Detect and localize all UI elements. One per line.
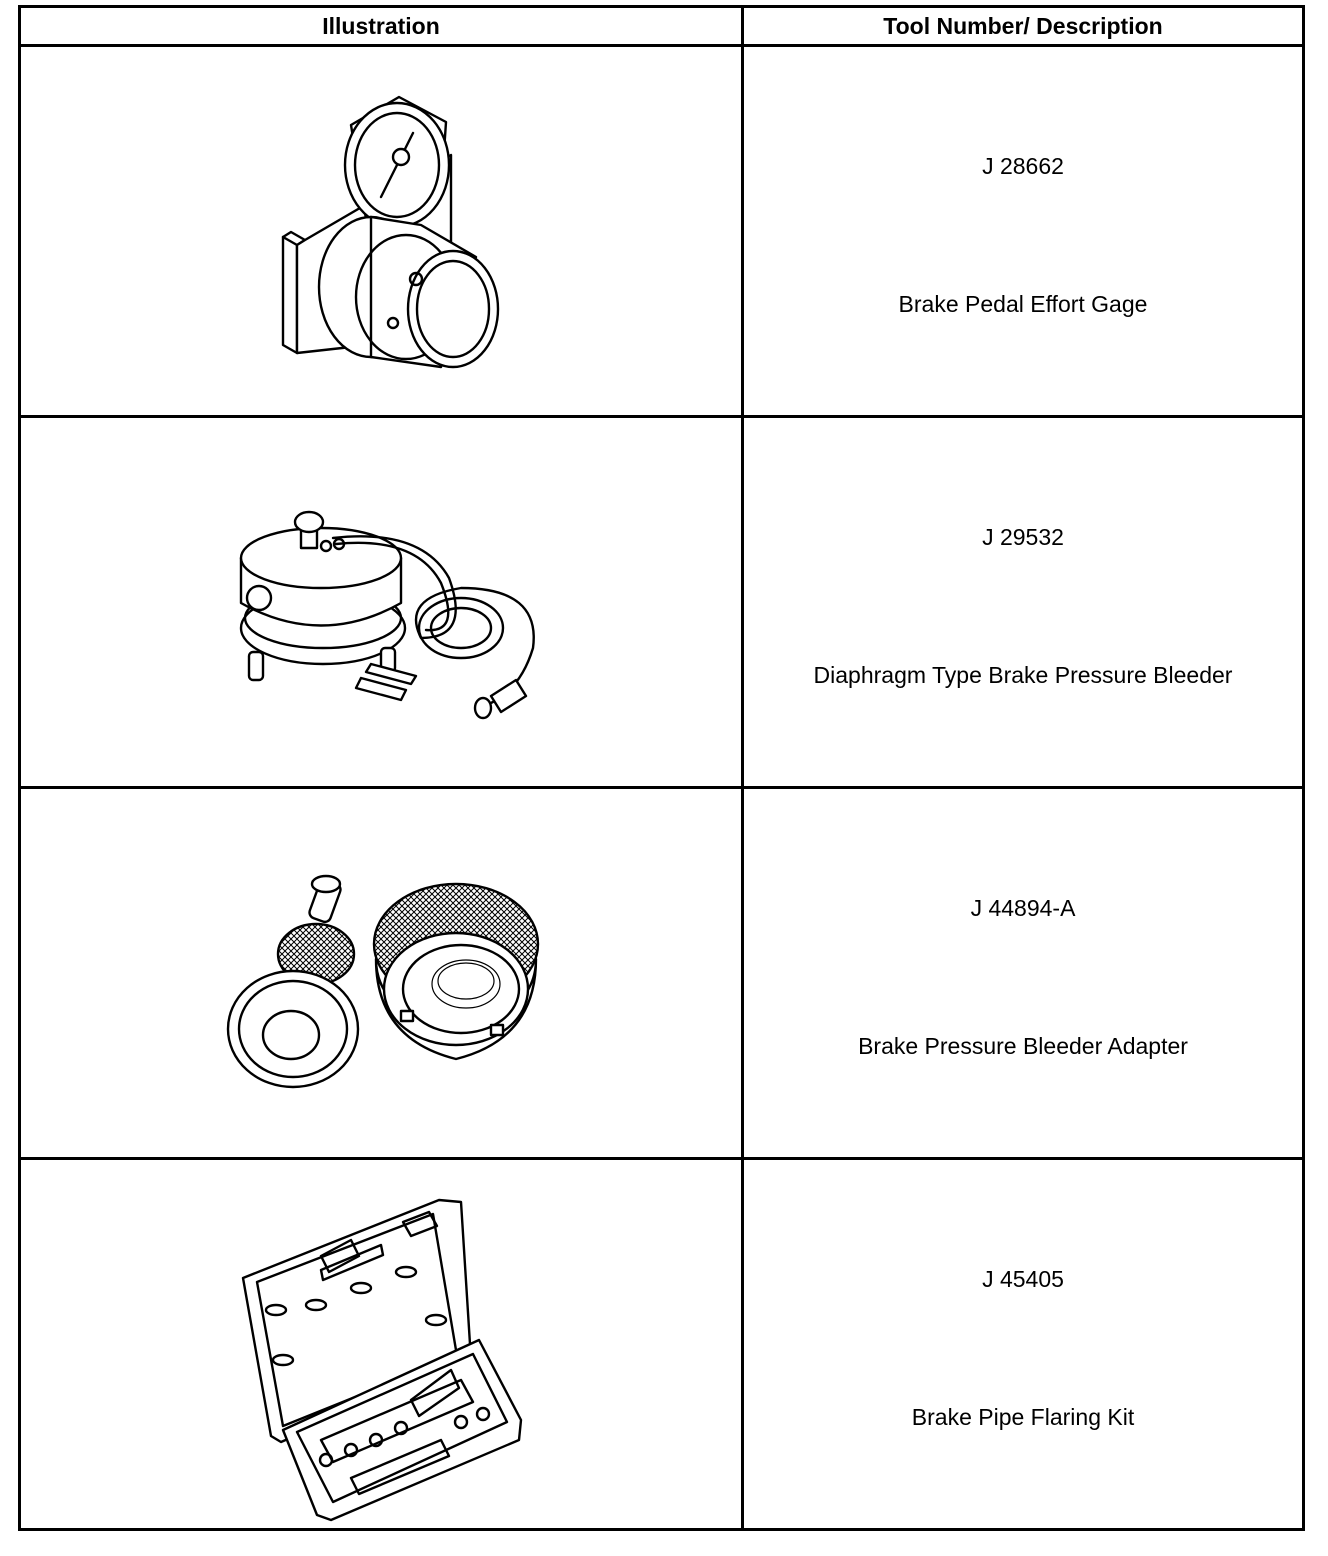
brake-pedal-effort-gage-icon <box>281 95 500 369</box>
bleeder-adapter-icon <box>226 874 540 1089</box>
table-row: J 44894-A Brake Pressure Bleeder Adapter <box>18 786 1305 1160</box>
tool-description-cell: J 28662 Brake Pedal Effort Gage <box>741 44 1305 418</box>
header-illustration: Illustration <box>18 5 744 47</box>
tool-description: Brake Pipe Flaring Kit <box>911 1404 1135 1430</box>
illustration-cell <box>18 415 744 789</box>
tool-description: Brake Pressure Bleeder Adapter <box>858 1033 1188 1059</box>
flaring-kit-case-icon <box>241 1198 523 1522</box>
table-row: J 29532 Diaphragm Type Brake Pressure Bl… <box>18 415 1305 789</box>
tool-number: J 29532 <box>982 524 1064 550</box>
tool-description: Diaphragm Type Brake Pressure Bleeder <box>813 662 1233 688</box>
special-tools-table: Illustration Tool Number/ Description <box>18 5 1305 1531</box>
table-row: J 45405 Brake Pipe Flaring Kit <box>18 1157 1305 1531</box>
diaphragm-pressure-bleeder-icon <box>239 510 535 720</box>
tool-description-cell: J 44894-A Brake Pressure Bleeder Adapter <box>741 786 1305 1160</box>
illustration-cell <box>18 786 744 1160</box>
table-row: J 28662 Brake Pedal Effort Gage <box>18 44 1305 418</box>
tool-number: J 28662 <box>982 153 1064 179</box>
illustration-cell <box>18 44 744 418</box>
tool-description-cell: J 29532 Diaphragm Type Brake Pressure Bl… <box>741 415 1305 789</box>
illustration-cell <box>18 1157 744 1531</box>
header-row: Illustration Tool Number/ Description <box>18 5 1305 47</box>
tool-description: Brake Pedal Effort Gage <box>898 291 1148 317</box>
header-tool-number-description: Tool Number/ Description <box>741 5 1305 47</box>
tool-number: J 44894-A <box>970 895 1076 921</box>
tool-number: J 45405 <box>982 1266 1064 1292</box>
tool-description-cell: J 45405 Brake Pipe Flaring Kit <box>741 1157 1305 1531</box>
